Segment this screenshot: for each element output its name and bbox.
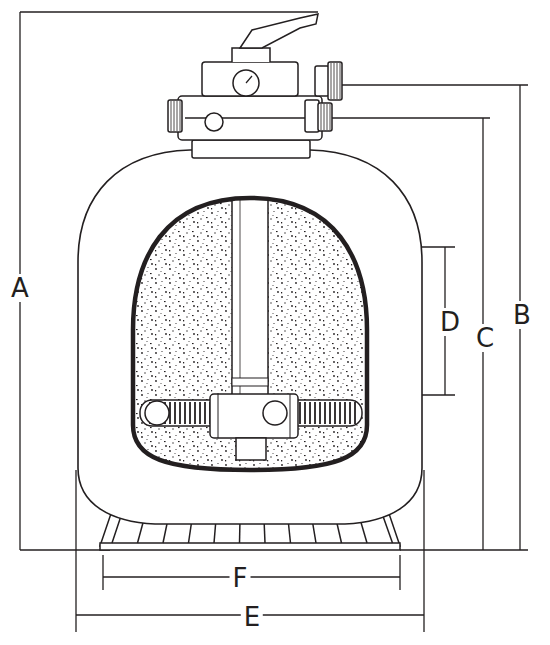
multiport-valve — [168, 14, 342, 158]
dimension-lines — [20, 12, 528, 632]
cutaway-outline — [133, 198, 367, 470]
internal-pipes — [140, 190, 362, 460]
dimension-label: C — [473, 324, 497, 352]
dimension-label: A — [8, 274, 32, 302]
dimension-label: F — [230, 564, 251, 592]
dimension-label: B — [510, 301, 534, 329]
dimension-label: E — [241, 603, 263, 631]
dimension-label: D — [437, 308, 463, 336]
tank-body — [78, 150, 422, 524]
